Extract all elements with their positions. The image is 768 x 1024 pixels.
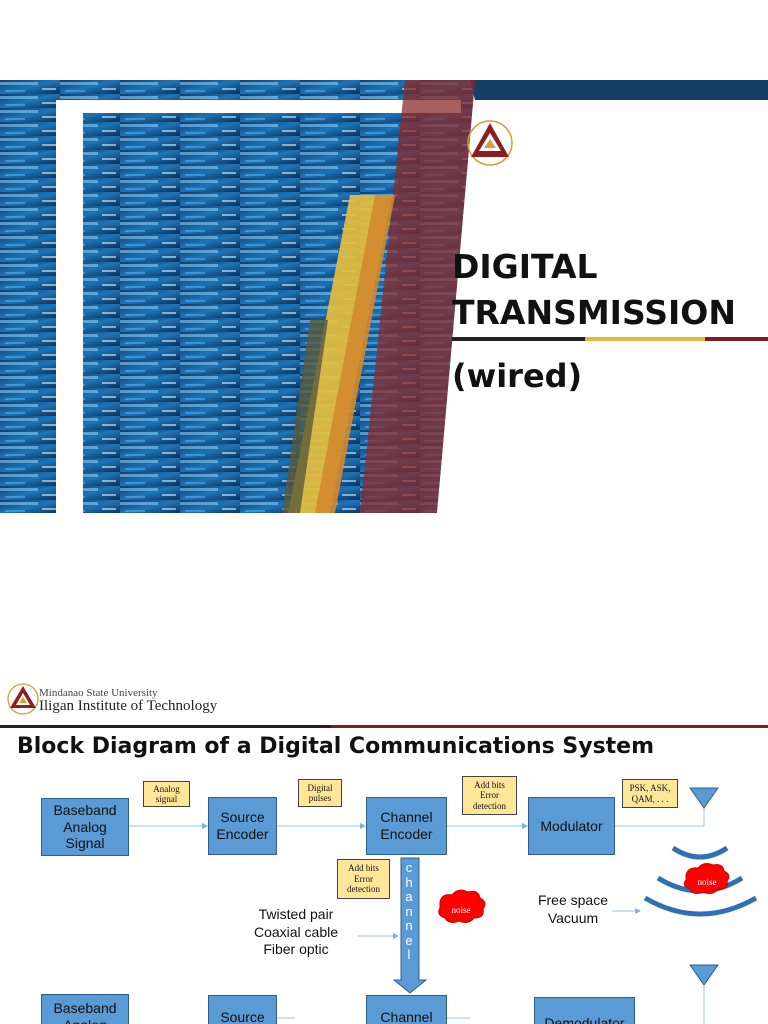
channel-label: c h a n n e l [405,860,413,963]
note-digital-pulses: Digital pulses [298,779,342,807]
channel-encoder-block: Channel Encoder [366,797,447,855]
noise-cloud-left-icon [438,889,486,923]
dark-stripe [282,320,328,513]
note-analog-signal: Analog signal [143,781,190,807]
maroon-stripe [360,80,475,513]
photo-top-band [0,80,768,100]
wireless-media-label: Free space Vacuum [537,892,609,926]
rx-channel-block: Channel [366,995,447,1024]
rx-baseband-block: Baseband Analog [41,994,129,1024]
slide-title-line1: DIGITAL [452,247,598,286]
slide-title-line2: TRANSMISSION [452,293,736,332]
channel-arrow [392,857,428,994]
diagram-title: Block Diagram of a Digital Communication… [17,734,655,759]
orange-stripe [315,195,395,513]
msu-iit-logo-icon [467,120,513,166]
wired-media-label: Twisted pair Coaxial cable Fiber optic [253,906,339,957]
title-slide: DIGITAL TRANSMISSION (wired) [0,80,768,513]
block-diagram-slide: Mindanao State University Iligan Institu… [0,668,768,1024]
note-add-bits-mid: Add bits Error detection [337,859,390,899]
photo-strip-left [0,100,56,513]
university-logo-icon [7,683,39,715]
university-name: Mindanao State University [39,687,158,699]
slide-subtitle: (wired) [452,357,583,395]
title-rule-dark [452,337,585,341]
baseband-analog-signal-block: Baseband Analog Signal [41,798,129,856]
note-add-bits-top: Add bits Error detection [462,776,517,815]
institute-name: Iligan Institute of Technology [39,698,218,714]
noise-label-left: noise [451,905,471,915]
source-encoder-block: Source Encoder [208,797,277,855]
radio-wave-arc-3 [643,895,758,917]
modulator-block: Modulator [528,797,615,855]
noise-label-right: noise [697,877,717,887]
title-rule-gold [585,337,705,341]
demodulator-block: Demodulator [534,997,635,1024]
noise-cloud-right-icon [683,863,730,894]
title-slide-graphic [0,80,768,513]
wire-modulator-to-antenna [615,808,705,827]
diagram-connectors [129,787,758,1024]
header-rule-maroon [331,725,768,728]
rx-antenna-icon [689,964,719,986]
rx-source-block: Source [208,995,277,1024]
radio-wave-arc-1 [671,845,729,860]
title-rule-maroon [705,337,768,341]
note-modulation-types: PSK, ASK, QAM, . . . [622,779,678,808]
header-rule-dark [0,725,331,728]
tx-antenna-icon [689,787,719,809]
